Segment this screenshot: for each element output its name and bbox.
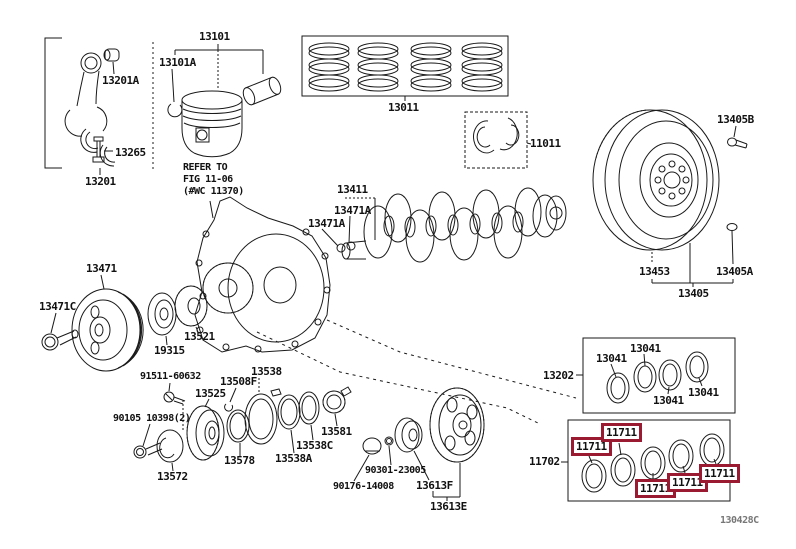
label-13405b[interactable]: 13405B	[717, 113, 754, 126]
label-13411[interactable]: 13411	[337, 183, 368, 196]
refer-note-line3: (#WC 11370)	[183, 186, 244, 197]
flywheel-drawing	[592, 109, 748, 287]
label-13405[interactable]: 13405	[678, 287, 709, 300]
label-13525[interactable]: 13525	[195, 387, 226, 400]
crank-pulley-drawing	[41, 274, 208, 372]
label-90105-10398[interactable]: 90105 10398(2)	[113, 413, 191, 424]
label-11711-highlight-5[interactable]: 11711	[699, 464, 740, 483]
label-13101a[interactable]: 13101A	[159, 56, 196, 69]
refer-note-line1: REFER TO	[183, 162, 228, 173]
label-13613f[interactable]: 13613F	[416, 479, 453, 492]
label-13572[interactable]: 13572	[157, 470, 188, 483]
oil-seal-cluster-drawing	[133, 378, 485, 501]
label-11711-highlight-2[interactable]: 11711	[601, 423, 642, 442]
label-13613e[interactable]: 13613E	[430, 500, 467, 513]
label-13041-2[interactable]: 13041	[630, 342, 661, 355]
label-13471c[interactable]: 13471C	[39, 300, 76, 313]
main-bearing-set-drawing	[576, 337, 736, 414]
timing-cover-drawing	[194, 196, 331, 353]
label-13453[interactable]: 13453	[639, 265, 670, 278]
connecting-rod-drawing	[64, 48, 120, 167]
label-13011[interactable]: 13011	[388, 101, 419, 114]
label-11011[interactable]: 11011	[530, 137, 561, 150]
label-13101[interactable]: 13101	[199, 30, 230, 43]
crankshaft-drawing	[321, 187, 567, 263]
label-13471a-right[interactable]: 13471A	[334, 204, 371, 217]
label-13471[interactable]: 13471	[86, 262, 117, 275]
label-13201a[interactable]: 13201A	[102, 74, 139, 87]
label-13521[interactable]: 13521	[184, 330, 215, 343]
piston-drawing	[167, 44, 282, 158]
label-13202[interactable]: 13202	[543, 369, 574, 382]
label-90176-14008[interactable]: 90176-14008	[333, 481, 394, 492]
label-13041-1[interactable]: 13041	[596, 352, 627, 365]
assembly-axis-lines	[256, 319, 577, 425]
label-90301-23005[interactable]: 90301-23005	[365, 465, 426, 476]
piston-rings-drawing	[301, 35, 509, 101]
label-13538c[interactable]: 13538C	[296, 439, 333, 452]
label-13471a-left[interactable]: 13471A	[308, 217, 345, 230]
label-19315[interactable]: 19315	[154, 344, 185, 357]
label-13265[interactable]: 13265	[115, 146, 146, 159]
refer-note: REFER TO FIG 11-06 (#WC 11370)	[183, 162, 244, 198]
label-91511-60632[interactable]: 91511-60632	[140, 371, 201, 382]
figure-code: 130428C	[720, 515, 759, 526]
label-13578[interactable]: 13578	[224, 454, 255, 467]
label-13405a[interactable]: 13405A	[716, 265, 753, 278]
label-13581[interactable]: 13581	[321, 425, 352, 438]
label-13041-3[interactable]: 13041	[653, 394, 684, 407]
label-13201[interactable]: 13201	[85, 175, 116, 188]
refer-note-line2: FIG 11-06	[183, 174, 233, 185]
rod-region-bracket	[44, 37, 154, 175]
label-11711-highlight-4[interactable]: 11711	[667, 473, 708, 492]
label-13041-4[interactable]: 13041	[688, 386, 719, 399]
label-13538a[interactable]: 13538A	[275, 452, 312, 465]
label-11702[interactable]: 11702	[529, 455, 560, 468]
label-13508f[interactable]: 13508F	[220, 375, 257, 388]
thrust-washer-drawing	[464, 111, 532, 169]
label-13538[interactable]: 13538	[251, 365, 282, 378]
